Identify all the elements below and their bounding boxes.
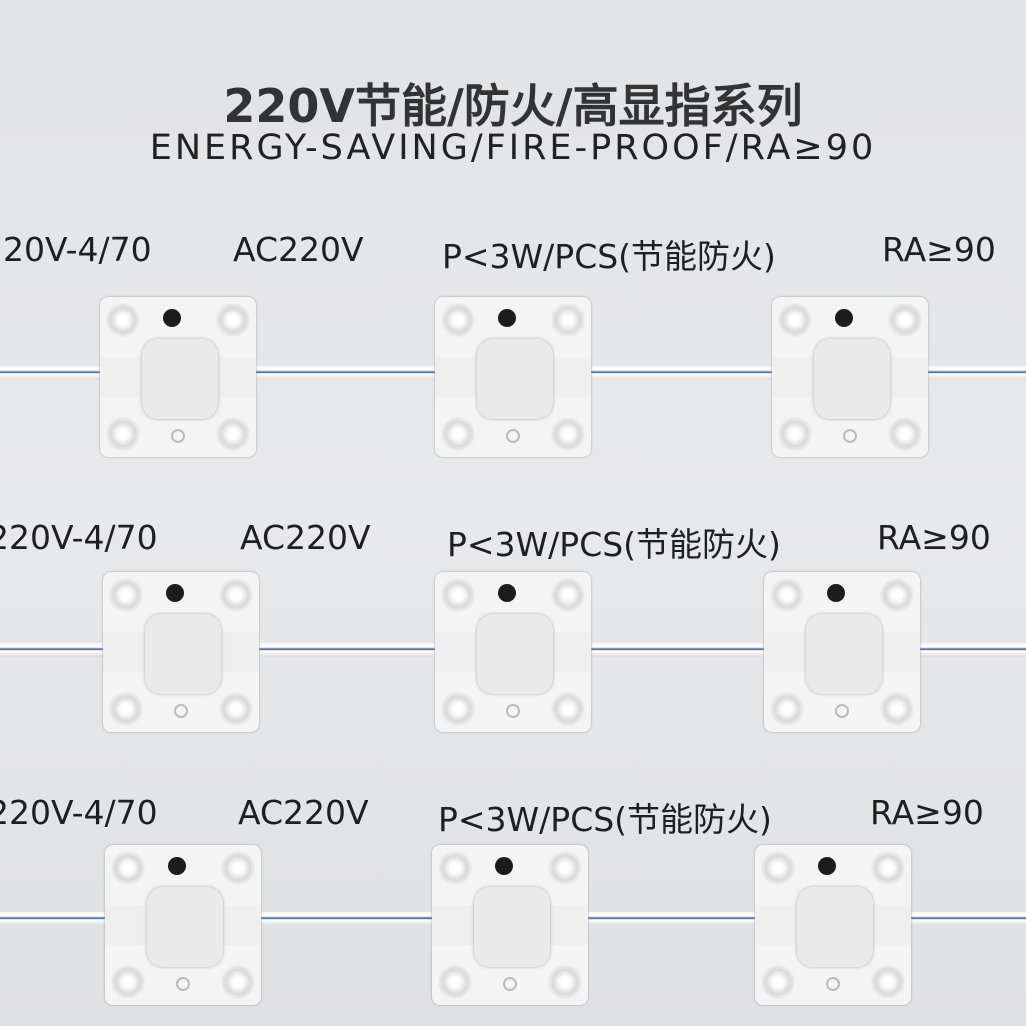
module-dome (814, 339, 890, 419)
screw-hole (506, 704, 520, 718)
led-lens (548, 851, 582, 885)
led-module (100, 297, 256, 457)
led-lens (109, 692, 143, 726)
screw-hole (174, 704, 188, 718)
led-module (103, 572, 259, 732)
screw-hole (826, 977, 840, 991)
spec-label: P<3W/PCS(节能防火) (442, 237, 776, 276)
led-lens (880, 692, 914, 726)
screw-hole (835, 704, 849, 718)
led-module (432, 845, 588, 1005)
module-dome (142, 339, 218, 419)
spec-label: P<3W/PCS(节能防火) (447, 525, 781, 564)
module-dome (806, 614, 882, 694)
led-lens (216, 303, 250, 337)
led-lens (778, 303, 812, 337)
module-dome (474, 887, 550, 967)
spec-label: 220V-4/70 (0, 793, 158, 832)
sensor-dot (818, 857, 836, 875)
screw-hole (503, 977, 517, 991)
sensor-dot (498, 584, 516, 602)
led-lens (778, 417, 812, 451)
screw-hole (176, 977, 190, 991)
led-lens (438, 851, 472, 885)
spec-label: AC220V (238, 793, 369, 832)
led-lens (219, 692, 253, 726)
screw-hole (843, 429, 857, 443)
led-lens (551, 578, 585, 612)
led-lens (441, 417, 475, 451)
spec-label: AC220V (240, 518, 371, 557)
page-subtitle: ENERGY-SAVING/FIRE-PROOF/RA≥90 (149, 128, 877, 168)
led-lens (216, 417, 250, 451)
led-lens (551, 417, 585, 451)
led-lens (770, 692, 804, 726)
led-lens (441, 578, 475, 612)
led-module (435, 572, 591, 732)
module-dome (477, 614, 553, 694)
led-lens (221, 965, 255, 999)
led-lens (438, 965, 472, 999)
sensor-dot (168, 857, 186, 875)
led-lens (441, 692, 475, 726)
led-lens (871, 965, 905, 999)
led-module (105, 845, 261, 1005)
led-module (755, 845, 911, 1005)
module-dome (145, 614, 221, 694)
screw-hole (506, 429, 520, 443)
led-module (764, 572, 920, 732)
led-lens (770, 578, 804, 612)
led-lens (551, 303, 585, 337)
led-lens (221, 851, 255, 885)
led-lens (111, 851, 145, 885)
spec-label: 220V-4/70 (0, 230, 152, 269)
led-lens (441, 303, 475, 337)
sensor-dot (166, 584, 184, 602)
led-lens (551, 692, 585, 726)
led-module (772, 297, 928, 457)
led-lens (106, 303, 140, 337)
spec-label: 220V-4/70 (0, 518, 158, 557)
sensor-dot (498, 309, 516, 327)
spec-label: P<3W/PCS(节能防火) (438, 800, 772, 839)
sensor-dot (495, 857, 513, 875)
led-lens (871, 851, 905, 885)
led-lens (106, 417, 140, 451)
led-lens (111, 965, 145, 999)
page-title: 220V节能/防火/高显指系列 (223, 79, 803, 133)
module-dome (477, 339, 553, 419)
screw-hole (171, 429, 185, 443)
led-lens (109, 578, 143, 612)
module-dome (147, 887, 223, 967)
led-lens (548, 965, 582, 999)
led-lens (761, 851, 795, 885)
led-lens (880, 578, 914, 612)
sensor-dot (827, 584, 845, 602)
led-lens (888, 303, 922, 337)
led-module (435, 297, 591, 457)
spec-label: RA≥90 (877, 518, 991, 557)
led-lens (219, 578, 253, 612)
led-lens (888, 417, 922, 451)
spec-label: RA≥90 (882, 230, 996, 269)
spec-label: AC220V (233, 230, 364, 269)
spec-label: RA≥90 (870, 793, 984, 832)
sensor-dot (835, 309, 853, 327)
led-lens (761, 965, 795, 999)
sensor-dot (163, 309, 181, 327)
module-dome (797, 887, 873, 967)
